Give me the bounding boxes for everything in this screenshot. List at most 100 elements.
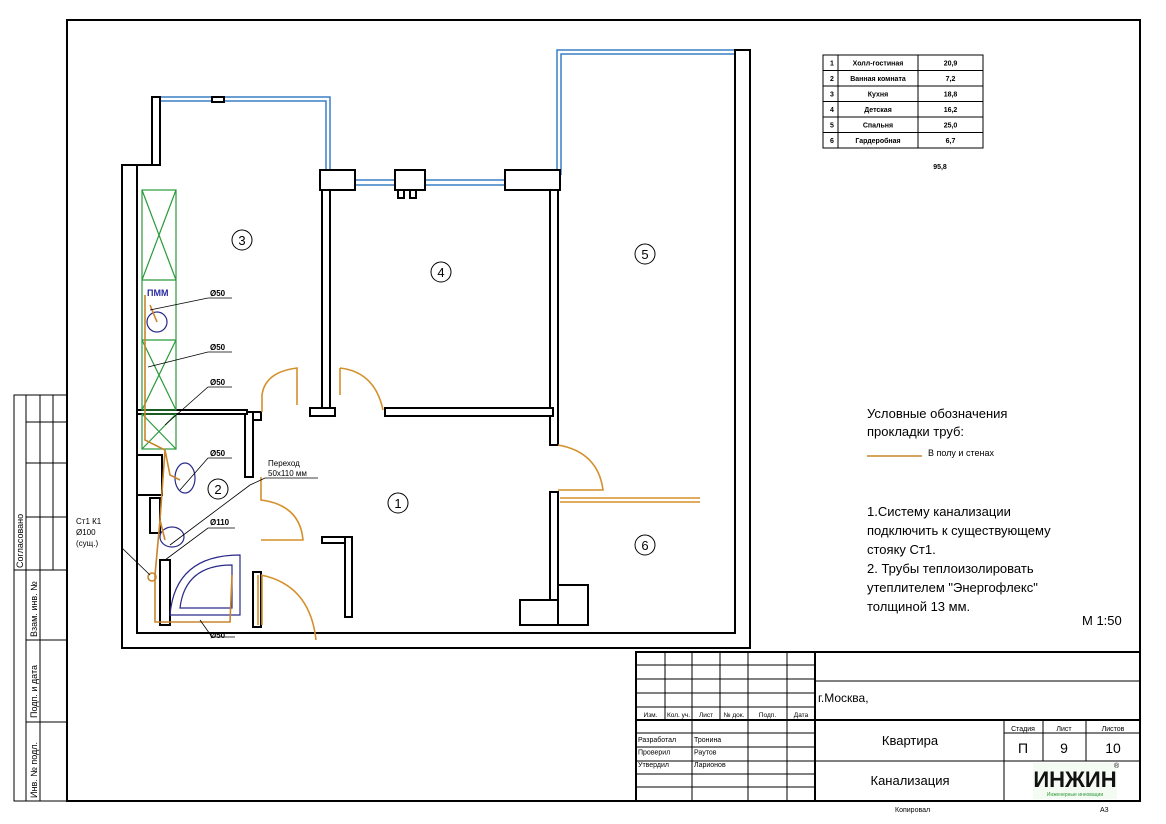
- stamp-approved: Согласовано: [15, 514, 25, 568]
- sheets-value: 10: [1105, 740, 1121, 756]
- stamp-replaced-inv: Взам. инв. №: [29, 581, 39, 637]
- svg-text:стояку Ст1.: стояку Ст1.: [867, 542, 936, 557]
- signer-role: Проверил: [638, 750, 670, 757]
- rooms-table-num: 4: [830, 107, 834, 114]
- copied-label: Копировал: [895, 807, 930, 814]
- label-riser: Ст1 К1: [76, 517, 102, 526]
- room-marker-5: 5: [634, 243, 656, 265]
- title-block-header: № док.: [724, 712, 745, 719]
- company-logo: ИНЖИН Инженерные инновации ®: [1033, 762, 1120, 799]
- rooms-table-num: 3: [830, 92, 834, 99]
- title-block: Изм. Кол. уч. Лист № док. Подп. ДатаРазработа…: [635, 651, 1141, 814]
- rooms-table-name: Холл-гостиная: [853, 61, 904, 68]
- rooms-table-name: Спальня: [863, 123, 893, 130]
- signer-role: Разработал: [638, 736, 676, 744]
- room-marker-2: 2: [207, 478, 229, 500]
- rooms-table-area: 18,8: [944, 92, 958, 99]
- label-transition: Переход: [268, 459, 300, 468]
- label-d50: Ø50: [210, 289, 226, 298]
- signer-name: Тронина: [694, 737, 721, 744]
- svg-text:2: 2: [214, 482, 221, 497]
- label-transition-size: 50x110 мм: [268, 469, 307, 478]
- rooms-table-row: 2 Ванная комната 7,2: [822, 70, 984, 87]
- floor-plan: 3 4 5 1 2 6 ПММ Ø50 Ø50 Ø50 Ø50 Ø110 Ø50…: [76, 49, 751, 649]
- scale-label: М 1:50: [1082, 613, 1122, 628]
- rooms-table-name: Ванная комната: [850, 76, 906, 83]
- room-marker-1: 1: [387, 492, 409, 514]
- rooms-table-area: 6,7: [946, 138, 956, 145]
- room-marker-6: 6: [634, 534, 656, 556]
- room-marker-4: 4: [430, 261, 452, 283]
- label-d50: Ø50: [210, 343, 226, 352]
- door-entrance: [257, 574, 317, 641]
- svg-text:толщиной 13 мм.: толщиной 13 мм.: [867, 599, 970, 614]
- label-d50: Ø50: [210, 378, 226, 387]
- kitchen-glazing: [155, 96, 331, 175]
- svg-text:Инженерные инновации: Инженерные инновации: [1047, 792, 1103, 798]
- title-block-header: Дата: [794, 712, 809, 719]
- svg-text:5: 5: [641, 247, 648, 262]
- object-name: Квартира: [882, 733, 939, 748]
- sewer-pipe: [144, 295, 233, 623]
- toilet: [159, 526, 185, 548]
- wall-bathroom: [244, 411, 254, 478]
- riser-st1: [147, 572, 157, 582]
- rooms-table-row: 3 Кухня 18,8: [822, 85, 984, 102]
- corner-bathtub: [169, 554, 241, 616]
- svg-text:4: 4: [437, 265, 444, 280]
- title-block-header: Лист: [699, 712, 713, 719]
- rooms-table-name: Гардеробная: [855, 137, 900, 145]
- sheet-label: Лист: [1056, 726, 1072, 733]
- door-bathroom: [260, 477, 304, 541]
- label-riser-diameter: Ø100: [76, 528, 96, 537]
- label-d50: Ø50: [210, 631, 226, 640]
- stage-value: П: [1018, 740, 1028, 756]
- label-d110: Ø110: [210, 518, 230, 527]
- signer-name: Раутов: [694, 750, 717, 757]
- rooms-total: 95,8: [933, 164, 947, 171]
- side-stamp: Согласовано Взам. инв. № Подп. и дата Ин…: [13, 394, 68, 802]
- svg-text:утеплителем "Энергофлекс": утеплителем "Энергофлекс": [867, 580, 1038, 595]
- rooms-table-num: 2: [830, 76, 834, 83]
- rooms-table-area: 7,2: [946, 76, 956, 83]
- kitchen-cabinets: [141, 189, 177, 411]
- rooms-table-area: 25,0: [944, 123, 958, 130]
- rooms-table-num: 6: [830, 138, 834, 145]
- svg-text:2. Трубы теплоизолировать: 2. Трубы теплоизолировать: [867, 561, 1034, 576]
- drawing-name: Канализация: [871, 773, 950, 788]
- outer-wall: [121, 49, 751, 649]
- svg-text:®: ®: [1114, 762, 1120, 770]
- dishwasher-drain: [146, 311, 168, 333]
- window-pier: [319, 169, 356, 191]
- svg-text:3: 3: [238, 233, 245, 248]
- stamp-inv-original: Инв. № подл.: [29, 742, 39, 798]
- rooms-table-row: 5 Спальня 25,0: [822, 116, 984, 133]
- rooms-table-row: 6 Гардеробная 6,7: [822, 132, 984, 149]
- rooms-table-area: 20,9: [944, 61, 958, 68]
- stage-label: Стадия: [1011, 726, 1035, 733]
- washbasin: [174, 462, 196, 494]
- title-block-header: Подп.: [759, 712, 776, 719]
- rooms-table-name: Детская: [864, 107, 892, 114]
- notes: 1.Систему канализации подключить к сущес…: [867, 504, 1051, 614]
- title-block-header: Изм.: [644, 712, 658, 719]
- bedroom-glazing: [556, 49, 735, 175]
- title-block-header: Кол. уч.: [667, 712, 690, 719]
- rooms-table-name: Кухня: [868, 92, 888, 99]
- label-pmm: ПММ: [147, 288, 168, 298]
- rooms-table: 1 Холл-гостиная 20,9 2 Ванная комната 7,2 3 Кух…: [822, 54, 984, 149]
- address: г.Москва,: [818, 691, 869, 705]
- rooms-table-row: 1 Холл-гостиная 20,9: [822, 54, 984, 71]
- stamp-sign-date: Подп. и дата: [29, 665, 39, 718]
- rooms-table-num: 5: [830, 123, 834, 130]
- door-nursery-left: [261, 367, 298, 412]
- legend-subtitle: прокладки труб:: [867, 424, 964, 439]
- label-riser-existing: (сущ.): [76, 539, 98, 548]
- wall-kitchen-nursery: [321, 189, 331, 411]
- sheets-label: Листов: [1102, 726, 1125, 733]
- rooms-table-num: 1: [830, 61, 834, 68]
- signer-role: Утвердил: [638, 762, 669, 769]
- svg-text:1.Систему канализации: 1.Систему канализации: [867, 504, 1011, 519]
- svg-text:1: 1: [394, 496, 401, 511]
- sheet-value: 9: [1060, 740, 1068, 756]
